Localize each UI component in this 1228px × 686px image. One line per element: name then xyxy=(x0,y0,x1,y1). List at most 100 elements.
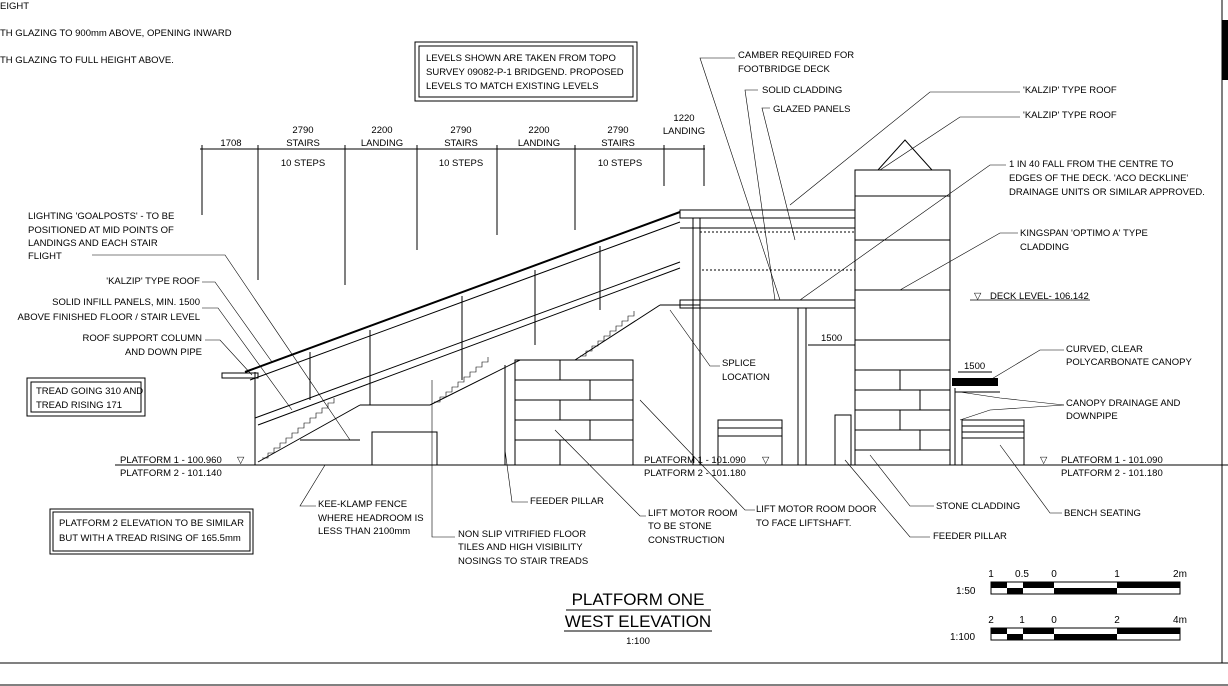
steps-label: 10 STEPS xyxy=(598,158,642,169)
lift-motor-room-note: CONSTRUCTION xyxy=(648,535,725,546)
infill-note: SOLID INFILL PANELS, MIN. 1500 xyxy=(52,297,200,308)
note-text: TH GLAZING TO FULL HEIGHT ABOVE. xyxy=(0,55,174,66)
levels-note-line: SURVEY 09082-P-1 BRIDGEND. PROPOSED xyxy=(426,67,624,78)
non-slip-note: NOSINGS TO STAIR TREADS xyxy=(458,556,588,567)
platform-level: PLATFORM 1 - 101.090 xyxy=(644,455,746,466)
scale-tick: 0.5 xyxy=(1015,569,1029,580)
scale-tick: 0 xyxy=(1051,615,1057,626)
canopy-drainage-note: CANOPY DRAINAGE AND xyxy=(1066,398,1181,409)
title-line: PLATFORM ONE xyxy=(572,590,705,609)
dimension-value: 2790 xyxy=(292,125,313,136)
dimension-value: 1500 xyxy=(821,333,842,344)
leader-lines xyxy=(92,57,1090,538)
kingspan-note: CLADDING xyxy=(1020,242,1069,253)
dimension-label: STAIRS xyxy=(601,138,635,149)
scale-tick: 1 xyxy=(1114,569,1120,580)
fall-note: 1 IN 40 FALL FROM THE CENTRE TO xyxy=(1009,159,1173,170)
dimension-value: 2790 xyxy=(607,125,628,136)
top-notes: EIGHT TH GLAZING TO 900mm ABOVE, OPENING… xyxy=(0,1,232,66)
kee-klamp-note: KEE-KLAMP FENCE xyxy=(318,499,407,510)
kee-klamp-note: LESS THAN 2100mm xyxy=(318,526,410,537)
kalzip-roof-label: 'KALZIP' TYPE ROOF xyxy=(1023,110,1117,121)
dimension-label: LANDING xyxy=(361,138,403,149)
scale-bar-1-100: 1:100 2 1 0 2 4m xyxy=(950,615,1187,643)
canopy-note: POLYCARBONATE CANOPY xyxy=(1066,357,1192,368)
camber-note: CAMBER REQUIRED FOR xyxy=(738,50,854,61)
steps-label: 10 STEPS xyxy=(439,158,483,169)
feeder-pillar-label: FEEDER PILLAR xyxy=(933,531,1007,542)
lighting-note: FLIGHT xyxy=(28,251,62,262)
bench-seating-label: BENCH SEATING xyxy=(1064,508,1141,519)
kalzip-roof-label: 'KALZIP' TYPE ROOF xyxy=(106,276,200,287)
scale-tick: 0 xyxy=(1051,569,1057,580)
stone-pier-left xyxy=(504,359,634,466)
dimension-value: 1708 xyxy=(220,138,241,149)
lift-motor-room-note: TO BE STONE xyxy=(648,521,712,532)
camber-note: FOOTBRIDGE DECK xyxy=(738,64,831,75)
tread-note: TREAD GOING 310 AND xyxy=(36,386,143,397)
dimension-label: LANDING xyxy=(518,138,560,149)
kalzip-roof-label: 'KALZIP' TYPE ROOF xyxy=(1023,85,1117,96)
scale-bar-1-50: 1:50 1 0.5 0 1 2m xyxy=(956,569,1187,597)
lighting-note: LIGHTING 'GOALPOSTS' - TO BE xyxy=(28,211,174,222)
platform-level: PLATFORM 1 - 101.090 xyxy=(1061,455,1163,466)
platform-level: PLATFORM 2 - 101.140 xyxy=(120,468,222,479)
level-triangle-icon: ▽ xyxy=(762,455,770,466)
non-slip-note: TILES AND HIGH VISIBILITY xyxy=(458,542,583,553)
deck-level-label: DECK LEVEL- 106.142 xyxy=(990,291,1089,302)
scale-tick: 2m xyxy=(1173,569,1187,580)
staircase xyxy=(221,211,700,466)
annotations-left: LIGHTING 'GOALPOSTS' - TO BE POSITIONED … xyxy=(18,211,254,555)
canopy: 1500 xyxy=(952,361,1000,465)
lift-motor-room-note: LIFT MOTOR ROOM xyxy=(648,508,737,519)
scale-label: 1:100 xyxy=(950,632,975,643)
dimension-value: 1220 xyxy=(673,113,694,124)
dimension-label: STAIRS xyxy=(286,138,320,149)
levels-note-line: LEVELS TO MATCH EXISTING LEVELS xyxy=(426,81,599,92)
dimension-value: 2200 xyxy=(528,125,549,136)
annotations-right: CAMBER REQUIRED FOR FOOTBRIDGE DECK SOLI… xyxy=(318,50,1205,567)
platform2-note: PLATFORM 2 ELEVATION TO BE SIMILAR xyxy=(59,518,244,529)
title-scale: 1:100 xyxy=(626,636,650,647)
note-text: TH GLAZING TO 900mm ABOVE, OPENING INWAR… xyxy=(0,28,232,39)
glazed-panels-label: GLAZED PANELS xyxy=(773,104,850,115)
dimension-value: 2790 xyxy=(450,125,471,136)
lift-door-note: LIFT MOTOR ROOM DOOR xyxy=(756,504,877,515)
solid-cladding-label: SOLID CLADDING xyxy=(762,85,842,96)
level-triangle-icon: ▽ xyxy=(974,291,982,302)
lighting-note: POSITIONED AT MID POINTS OF xyxy=(28,225,174,236)
drawing-title: PLATFORM ONE WEST ELEVATION 1:100 xyxy=(564,590,712,647)
non-slip-note: NON SLIP VITRIFIED FLOOR xyxy=(458,529,586,540)
levels-note-box: LEVELS SHOWN ARE TAKEN FROM TOPO SURVEY … xyxy=(414,41,638,102)
frame-mark xyxy=(1222,20,1228,80)
levels-note-line: LEVELS SHOWN ARE TAKEN FROM TOPO xyxy=(426,53,616,64)
roof-support-note: AND DOWN PIPE xyxy=(125,347,202,358)
note-text: EIGHT xyxy=(0,1,29,12)
stone-pier-right xyxy=(854,369,951,466)
dimension-label: LANDING xyxy=(663,126,705,137)
lift-door-note: TO FACE LIFTSHAFT. xyxy=(756,518,851,529)
scale-tick: 2 xyxy=(1114,615,1120,626)
lighting-note: LANDINGS AND EACH STAIR xyxy=(28,238,158,249)
steps-label: 10 STEPS xyxy=(281,158,325,169)
fall-note: EDGES OF THE DECK. 'ACO DECKLINE' xyxy=(1009,173,1188,184)
scale-tick: 1 xyxy=(1019,615,1025,626)
canopy-drainage-note: DOWNPIPE xyxy=(1066,411,1118,422)
platform2-note: BUT WITH A TREAD RISING OF 165.5mm xyxy=(59,533,241,544)
tread-note: TREAD RISING 171 xyxy=(36,400,122,411)
roof-support-note: ROOF SUPPORT COLUMN xyxy=(83,333,203,344)
scale-tick: 1 xyxy=(988,569,994,580)
kingspan-note: KINGSPAN 'OPTIMO A' TYPE xyxy=(1020,228,1148,239)
level-triangle-icon: ▽ xyxy=(1040,455,1048,466)
dimension-string: 1708 2790 STAIRS 10 STEPS 2200 LANDING 2… xyxy=(200,113,705,285)
lift-tower: 1500 xyxy=(808,139,951,371)
dimension-label: STAIRS xyxy=(444,138,478,149)
splice-note: LOCATION xyxy=(722,372,770,383)
splice-note: SPLICE xyxy=(722,358,756,369)
dimension-value: 2200 xyxy=(371,125,392,136)
kee-klamp-note: WHERE HEADROOM IS xyxy=(318,513,424,524)
platform-level: PLATFORM 2 - 101.180 xyxy=(1061,468,1163,479)
scale-label: 1:50 xyxy=(956,586,976,597)
scale-tick: 2 xyxy=(988,615,994,626)
